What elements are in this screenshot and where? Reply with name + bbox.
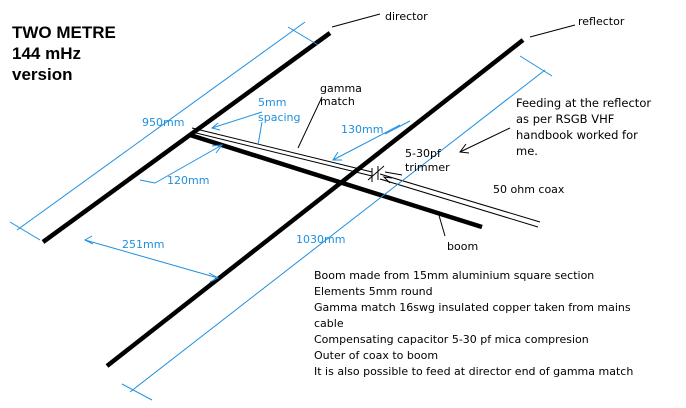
construction-notes: Boom made from 15mm aluminium square sec… — [314, 269, 633, 378]
title-line-1: TWO METRE — [12, 23, 116, 42]
gamma-match-rod — [191, 127, 373, 173]
director-length-label: 950mm — [142, 116, 184, 129]
feed-note-arrowhead — [459, 143, 470, 154]
director-element — [41, 31, 332, 244]
rod-spacing-label-1: 5mm — [258, 96, 286, 109]
offset-dim-tick — [139, 179, 156, 184]
director-dim-tick — [287, 26, 319, 46]
reflector-dim-tick — [121, 383, 153, 401]
gamma-length-label: 130mm — [341, 123, 383, 136]
note-line: Elements 5mm round — [314, 285, 433, 298]
feed-note-arrow — [459, 127, 511, 153]
note-line: Compensating capacitor 5-30 pf mica comp… — [314, 333, 589, 346]
trimmer-label-2: trimmer — [405, 161, 450, 174]
gamma-offset-label: 120mm — [167, 174, 209, 187]
offset-dim-arrow — [211, 144, 224, 154]
spacing-dim-arrow — [83, 235, 94, 245]
feed-note-line: me. — [516, 144, 538, 158]
title-line-2: 144 mHz — [12, 44, 81, 63]
director-dim-line — [16, 21, 306, 231]
feed-note-line: handbook worked for — [516, 128, 638, 142]
note-line: Boom made from 15mm aluminium square sec… — [314, 269, 594, 282]
gamma-leader — [297, 96, 323, 149]
trimmer-label-1: 5-30pf — [405, 147, 442, 160]
coax-arrowhead — [382, 176, 393, 184]
reflector-length-label: 1030mm — [296, 233, 345, 246]
reflector-dim-tick — [519, 55, 553, 77]
note-line: cable — [314, 317, 344, 330]
rod-spacing-leader-2 — [257, 121, 263, 146]
feed-note-line: as per RSGB VHF — [516, 112, 614, 126]
reflector-dim-line — [129, 69, 546, 393]
reflector-leader — [529, 24, 576, 38]
title-line-3: version — [12, 65, 72, 84]
spacing-dim-arrow — [208, 272, 220, 283]
note-line: Gamma match 16swg insulated copper taken… — [314, 301, 631, 314]
feed-note-line: Feeding at the reflector — [516, 96, 651, 110]
coax-line — [379, 178, 539, 228]
element-spacing-label: 251mm — [122, 238, 164, 251]
director-dim-tick — [9, 221, 41, 241]
gamma-match-label-2: match — [320, 95, 355, 108]
gamma-len-dim-line — [332, 124, 401, 161]
director-label: director — [385, 10, 428, 23]
gamma-match-label-1: gamma — [320, 82, 362, 95]
trimmer-leader — [384, 171, 403, 176]
reflector-element — [105, 38, 525, 368]
rod-spacing-leader — [211, 111, 263, 129]
gamma-match-rod-lower — [191, 131, 373, 177]
coax-label: 50 ohm coax — [493, 183, 565, 196]
gamma-len-dim-line-right — [384, 120, 411, 135]
trimmer-arrow — [367, 165, 385, 181]
boom-leader — [437, 211, 446, 237]
boom — [189, 132, 483, 230]
gamma-len-dim-arrow — [332, 151, 342, 161]
note-line: Outer of coax to boom — [314, 349, 438, 362]
note-line: It is also possible to feed at director … — [314, 365, 633, 378]
feed-note: Feeding at the reflector as per RSGB VHF… — [516, 96, 651, 158]
rod-spacing-arrow — [210, 122, 221, 131]
spacing-dim-line — [84, 239, 219, 279]
reflector-label: reflector — [578, 15, 625, 28]
boom-label: boom — [447, 240, 478, 253]
coax-line — [379, 173, 541, 223]
director-leader — [331, 13, 381, 28]
rod-spacing-label-2: spacing — [258, 111, 301, 124]
offset-dim-line — [154, 144, 223, 184]
